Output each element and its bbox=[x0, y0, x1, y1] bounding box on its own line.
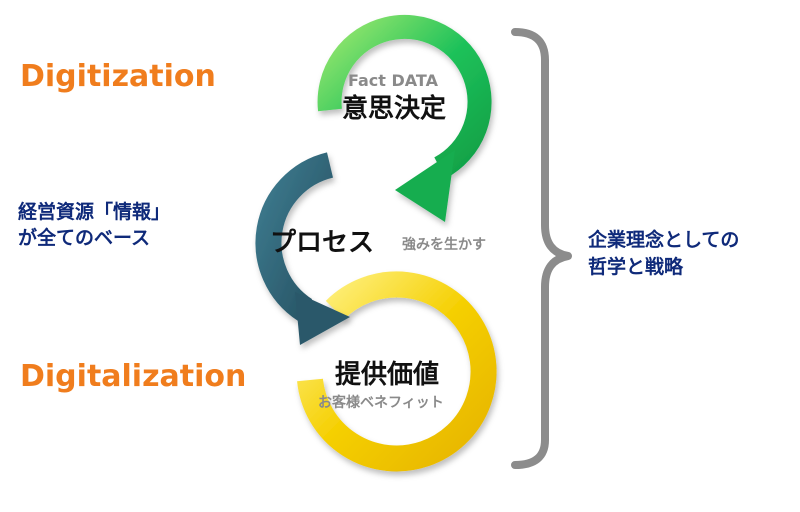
teal-cycle-arrow bbox=[255, 152, 350, 345]
right-curly-bracket bbox=[511, 28, 572, 469]
philosophy-line-2: 哲学と戦略 bbox=[588, 256, 684, 278]
digitalization-label: Digitalization bbox=[20, 359, 247, 394]
decision-main-label: 意思決定 bbox=[342, 94, 447, 124]
decision-sub-label: Fact DATA bbox=[348, 71, 438, 90]
resource-line-2: が全てのベース bbox=[18, 227, 151, 249]
value-sub-label: お客様ベネフィット bbox=[318, 395, 444, 411]
yellow-cycle-arrow bbox=[297, 271, 497, 472]
value-main-label: 提供価値 bbox=[335, 360, 440, 390]
green-cycle-arrow bbox=[317, 14, 492, 222]
process-sub-label: 強みを生かす bbox=[402, 237, 486, 253]
process-main-label: プロセス bbox=[270, 228, 375, 258]
digitization-label: Digitization bbox=[20, 59, 216, 94]
philosophy-line-1: 企業理念としての bbox=[588, 229, 740, 251]
resource-line-1: 経営資源「情報」 bbox=[18, 201, 171, 223]
